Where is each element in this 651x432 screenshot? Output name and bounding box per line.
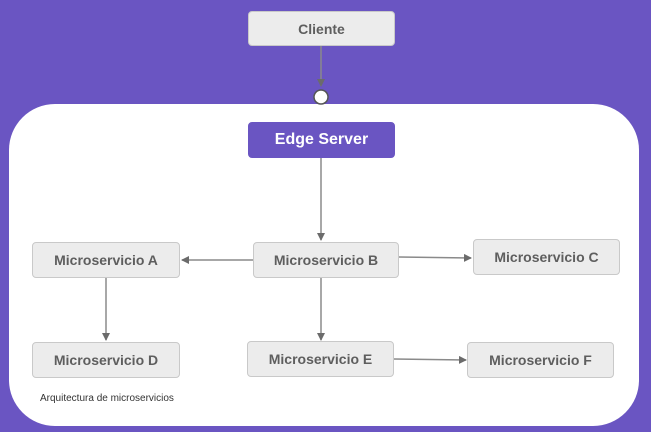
edge-ms-e-to-ms-f	[393, 355, 467, 364]
node-cliente: Cliente	[248, 11, 395, 46]
node-microservicio-b: Microservicio B	[253, 242, 399, 278]
edge-ms-b-to-ms-c	[398, 253, 472, 262]
node-edge-server: Edge Server	[248, 122, 395, 158]
node-microservicio-a: Microservicio A	[32, 242, 180, 278]
node-microservicio-c: Microservicio C	[473, 239, 620, 275]
node-microservicio-e: Microservicio E	[247, 341, 394, 377]
diagram-caption: Arquitectura de microservicios	[40, 393, 174, 404]
gateway-port-circle	[313, 89, 329, 105]
node-microservicio-d: Microservicio D	[32, 342, 180, 378]
node-microservicio-f: Microservicio F	[467, 342, 614, 378]
